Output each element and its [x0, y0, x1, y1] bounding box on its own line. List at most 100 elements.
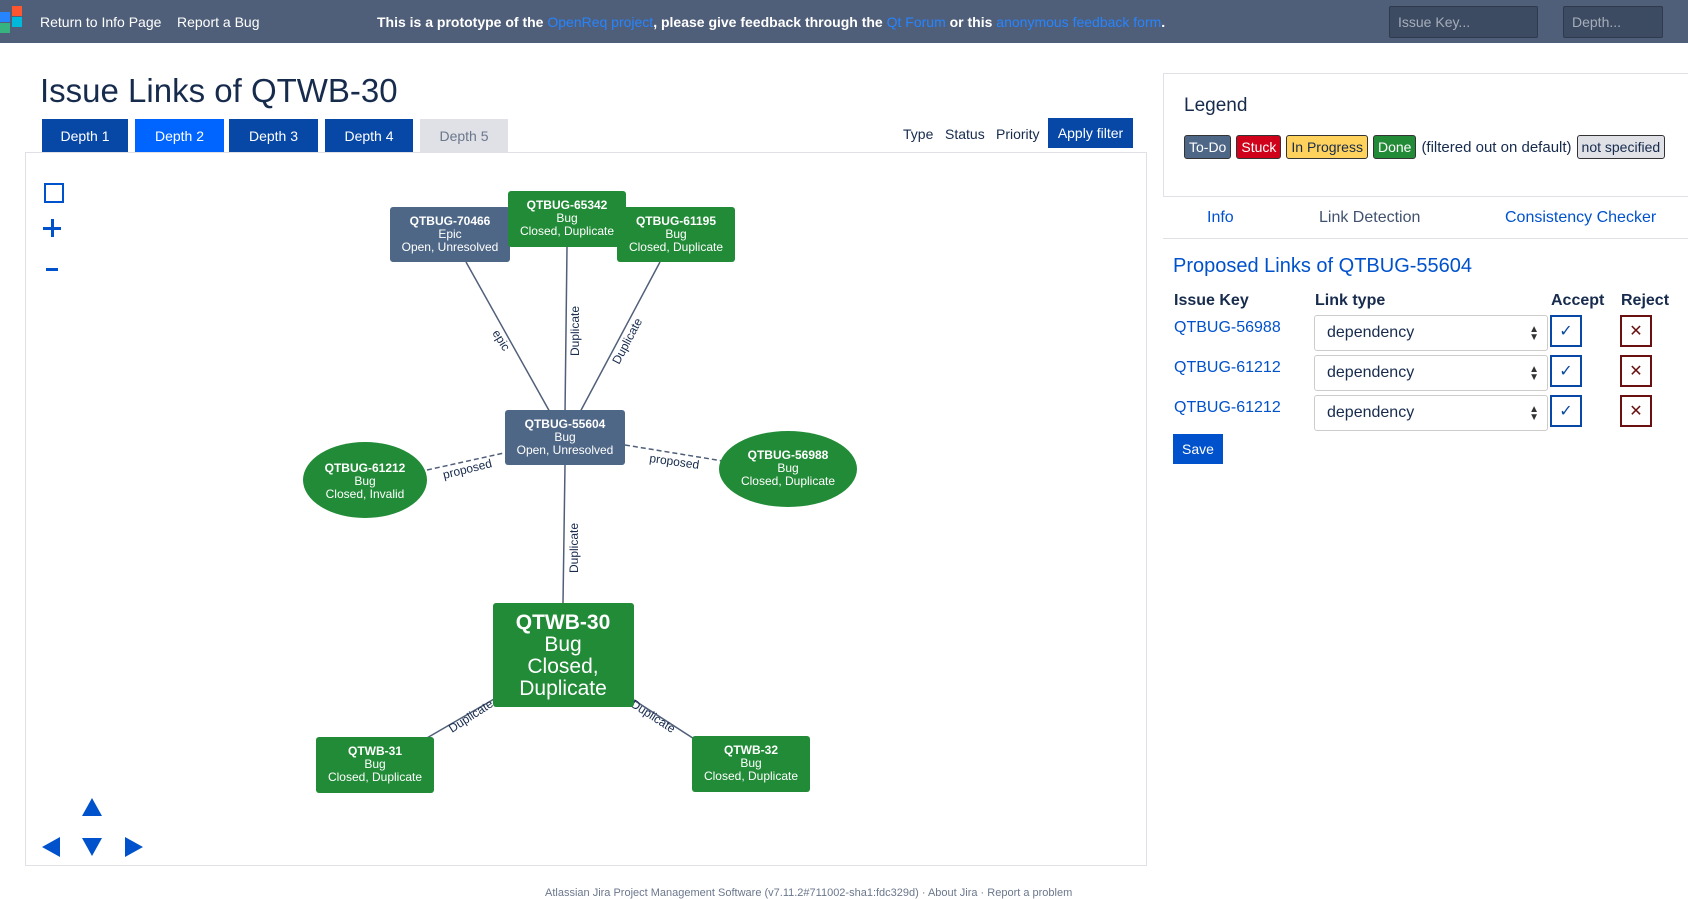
- edge-label-epic: epic: [489, 327, 513, 353]
- edge-label-proposed: proposed: [649, 451, 701, 472]
- graph-node-qtwb-32[interactable]: QTWB-32 Bug Closed, Duplicate: [692, 736, 810, 792]
- pan-up-icon[interactable]: [82, 798, 102, 816]
- accept-link-button[interactable]: ✓: [1550, 395, 1582, 427]
- svg-text:Duplicate: Duplicate: [519, 677, 607, 700]
- tab-info[interactable]: Info: [1207, 209, 1234, 226]
- legend-notspecified-badge: not specified: [1576, 135, 1666, 159]
- page-title: Issue Links of QTWB-30: [40, 72, 398, 109]
- edge-line: [624, 444, 724, 462]
- svg-text:QTBUG-70466: QTBUG-70466: [410, 214, 491, 228]
- banner-text: .: [1161, 14, 1166, 30]
- openreq-project-link[interactable]: OpenReq project: [547, 14, 654, 30]
- banner-text: , please give feedback through the: [653, 14, 887, 30]
- svg-text:Closed, Duplicate: Closed, Duplicate: [520, 224, 614, 238]
- svg-text:Open, Unresolved: Open, Unresolved: [517, 443, 614, 457]
- edge-line: [562, 464, 566, 604]
- depth-1-button[interactable]: Depth 1: [42, 119, 128, 152]
- prototype-banner: This is a prototype of the OpenReq proje…: [377, 14, 1165, 30]
- svg-text:Bug: Bug: [740, 756, 761, 770]
- graph-node-qtwb-31[interactable]: QTWB-31 Bug Closed, Duplicate: [316, 737, 434, 793]
- graph-node-qtbug-70466[interactable]: QTBUG-70466 Epic Open, Unresolved: [390, 207, 510, 262]
- accept-link-button[interactable]: ✓: [1550, 355, 1582, 387]
- svg-text:Bug: Bug: [544, 633, 581, 656]
- graph-node-qtbug-55604[interactable]: QTBUG-55604 Bug Open, Unresolved: [505, 410, 625, 465]
- legend-panel: [1163, 73, 1688, 197]
- tab-consistency-checker[interactable]: Consistency Checker: [1505, 209, 1657, 226]
- svg-text:Open, Unresolved: Open, Unresolved: [402, 240, 499, 254]
- select-arrows-icon: ▲▼: [1529, 404, 1539, 423]
- svg-text:QTWB-30: QTWB-30: [516, 611, 611, 634]
- column-issue-key: Issue Key: [1174, 292, 1249, 309]
- depth-2-button[interactable]: Depth 2: [135, 119, 224, 152]
- svg-text:Closed, Duplicate: Closed, Duplicate: [741, 474, 835, 488]
- zoom-in-icon[interactable]: [43, 219, 63, 239]
- proposed-issue-link[interactable]: QTBUG-56988: [1174, 319, 1281, 336]
- svg-text:Bug: Bug: [556, 211, 577, 225]
- legend-filtered-note: (filtered out on default): [1421, 138, 1572, 156]
- depth-3-button[interactable]: Depth 3: [229, 119, 318, 152]
- fit-view-icon[interactable]: [44, 183, 64, 203]
- edge-line: [465, 261, 552, 415]
- legend-stuck-badge: Stuck: [1236, 135, 1282, 159]
- issue-key-input[interactable]: [1389, 6, 1538, 38]
- zoom-out-icon[interactable]: [46, 268, 58, 271]
- graph-node-qtbug-61212[interactable]: QTBUG-61212 Bug Closed, Invalid: [303, 442, 427, 518]
- tab-link-detection[interactable]: Link Detection: [1319, 209, 1421, 226]
- legend-items: To-Do Stuck In Progress Done (filtered o…: [1184, 135, 1670, 159]
- proposed-issue-link[interactable]: QTBUG-61212: [1174, 359, 1281, 376]
- depth-4-button[interactable]: Depth 4: [325, 119, 413, 152]
- qt-forum-link[interactable]: Qt Forum: [886, 14, 946, 30]
- status-filter[interactable]: Status: [945, 126, 985, 142]
- link-type-value: dependency: [1327, 324, 1415, 341]
- link-type-select[interactable]: dependency ▲▼: [1314, 315, 1548, 351]
- link-type-select[interactable]: dependency ▲▼: [1314, 355, 1548, 391]
- proposed-issue-link[interactable]: QTBUG-61212: [1174, 399, 1281, 416]
- pan-right-icon[interactable]: [125, 837, 143, 857]
- legend-todo-badge: To-Do: [1184, 135, 1232, 159]
- reject-link-button[interactable]: ✕: [1620, 355, 1652, 387]
- type-filter[interactable]: Type: [903, 126, 934, 142]
- edge-label-duplicate: Duplicate: [446, 696, 496, 735]
- reject-link-button[interactable]: ✕: [1620, 315, 1652, 347]
- feedback-form-link[interactable]: anonymous feedback form: [996, 14, 1162, 30]
- column-reject: Reject: [1621, 292, 1670, 309]
- accept-link-button[interactable]: ✓: [1550, 315, 1582, 347]
- jira-logo-icon[interactable]: [0, 6, 22, 33]
- graph-node-qtbug-56988[interactable]: QTBUG-56988 Bug Closed, Duplicate: [719, 431, 857, 507]
- svg-text:Bug: Bug: [665, 227, 686, 241]
- link-type-value: dependency: [1327, 404, 1415, 421]
- depth-5-button[interactable]: Depth 5: [420, 119, 508, 152]
- depth-input[interactable]: [1563, 6, 1663, 38]
- svg-text:QTBUG-55604: QTBUG-55604: [525, 417, 606, 431]
- issue-graph-canvas[interactable]: epic Duplicate Duplicate proposed propos…: [25, 152, 1147, 866]
- svg-text:Closed, Invalid: Closed, Invalid: [326, 487, 405, 501]
- reject-link-button[interactable]: ✕: [1620, 395, 1652, 427]
- top-navigation-bar: Return to Info Page Report a Bug This is…: [0, 0, 1688, 43]
- legend-inprogress-badge: In Progress: [1286, 135, 1368, 159]
- svg-text:Closed,: Closed,: [527, 655, 598, 678]
- save-button[interactable]: Save: [1173, 434, 1223, 464]
- report-bug-link[interactable]: Report a Bug: [177, 14, 260, 30]
- return-to-info-link[interactable]: Return to Info Page: [40, 14, 162, 30]
- apply-filter-button[interactable]: Apply filter: [1048, 118, 1133, 148]
- issue-graph[interactable]: epic Duplicate Duplicate proposed propos…: [26, 153, 1148, 867]
- svg-text:QTWB-32: QTWB-32: [724, 743, 778, 757]
- priority-filter[interactable]: Priority: [996, 126, 1040, 142]
- svg-text:Closed, Duplicate: Closed, Duplicate: [629, 240, 723, 254]
- edge-label-duplicate: Duplicate: [568, 306, 582, 356]
- legend-title: Legend: [1184, 95, 1248, 116]
- pan-left-icon[interactable]: [42, 837, 60, 857]
- svg-text:Closed, Duplicate: Closed, Duplicate: [328, 770, 422, 784]
- link-type-value: dependency: [1327, 364, 1415, 381]
- select-arrows-icon: ▲▼: [1529, 364, 1539, 383]
- link-type-select[interactable]: dependency ▲▼: [1314, 395, 1548, 431]
- svg-text:Bug: Bug: [364, 757, 385, 771]
- edge-line: [578, 261, 661, 415]
- edge-label-proposed: proposed: [441, 456, 493, 482]
- graph-node-qtbug-65342[interactable]: QTBUG-65342 Bug Closed, Duplicate: [508, 191, 626, 247]
- column-accept: Accept: [1551, 292, 1605, 309]
- graph-node-qtbug-61195[interactable]: QTBUG-61195 Bug Closed, Duplicate: [617, 207, 735, 262]
- edge-line: [564, 246, 568, 415]
- pan-down-icon[interactable]: [82, 838, 102, 856]
- graph-node-qtwb-30[interactable]: QTWB-30 Bug Closed, Duplicate: [493, 603, 634, 707]
